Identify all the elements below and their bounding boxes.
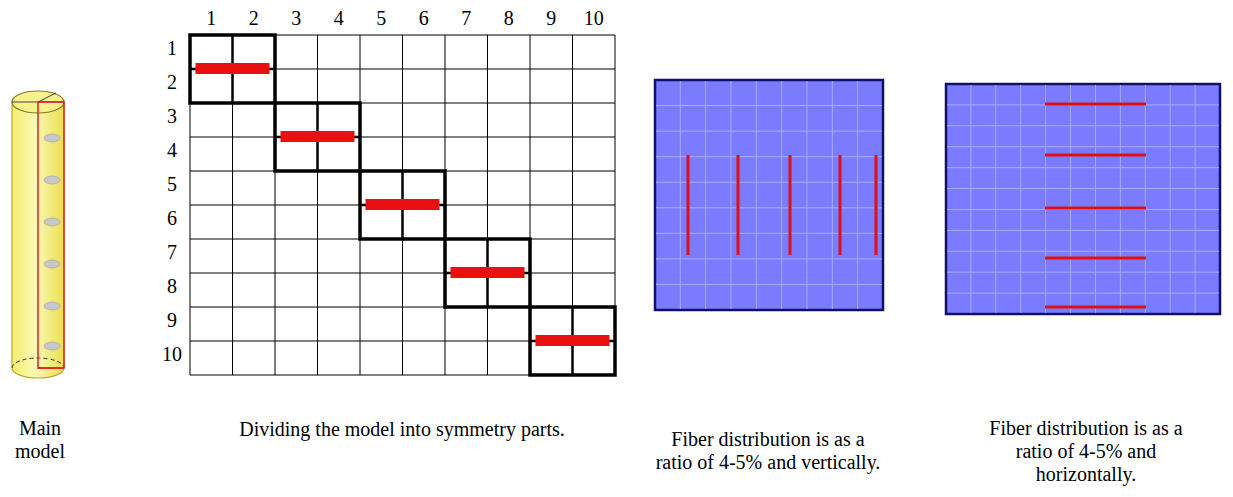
row-number: 1 xyxy=(167,37,177,60)
column-number: 7 xyxy=(461,7,471,30)
cylinder-model xyxy=(12,91,64,378)
symmetry-grid xyxy=(190,35,615,375)
row-number: 6 xyxy=(167,207,177,230)
row-number: 8 xyxy=(167,275,177,298)
column-number: 2 xyxy=(249,7,259,30)
caption: Fiber distribution is as a ratio of 4-5%… xyxy=(653,428,883,474)
column-number: 4 xyxy=(334,7,344,30)
column-number: 10 xyxy=(584,7,604,30)
column-number: 6 xyxy=(419,7,429,30)
column-number: 3 xyxy=(291,7,301,30)
caption: Fiber distribution is as a ratio of 4-5%… xyxy=(971,417,1201,486)
row-number: 7 xyxy=(167,241,177,264)
column-number: 9 xyxy=(546,7,556,30)
row-number: 9 xyxy=(167,309,177,332)
column-number: 5 xyxy=(376,7,386,30)
column-number: 8 xyxy=(504,7,514,30)
caption: Main model xyxy=(5,417,75,463)
fiber-square-horizontal xyxy=(946,84,1220,314)
caption: Dividing the model into symmetry parts. xyxy=(239,418,565,441)
fiber-square-vertical xyxy=(655,80,890,310)
row-number: 2 xyxy=(167,71,177,94)
row-number: 4 xyxy=(167,139,177,162)
row-number: 5 xyxy=(167,173,177,196)
row-number: 10 xyxy=(162,343,182,366)
row-number: 3 xyxy=(167,105,177,128)
column-number: 1 xyxy=(206,7,216,30)
